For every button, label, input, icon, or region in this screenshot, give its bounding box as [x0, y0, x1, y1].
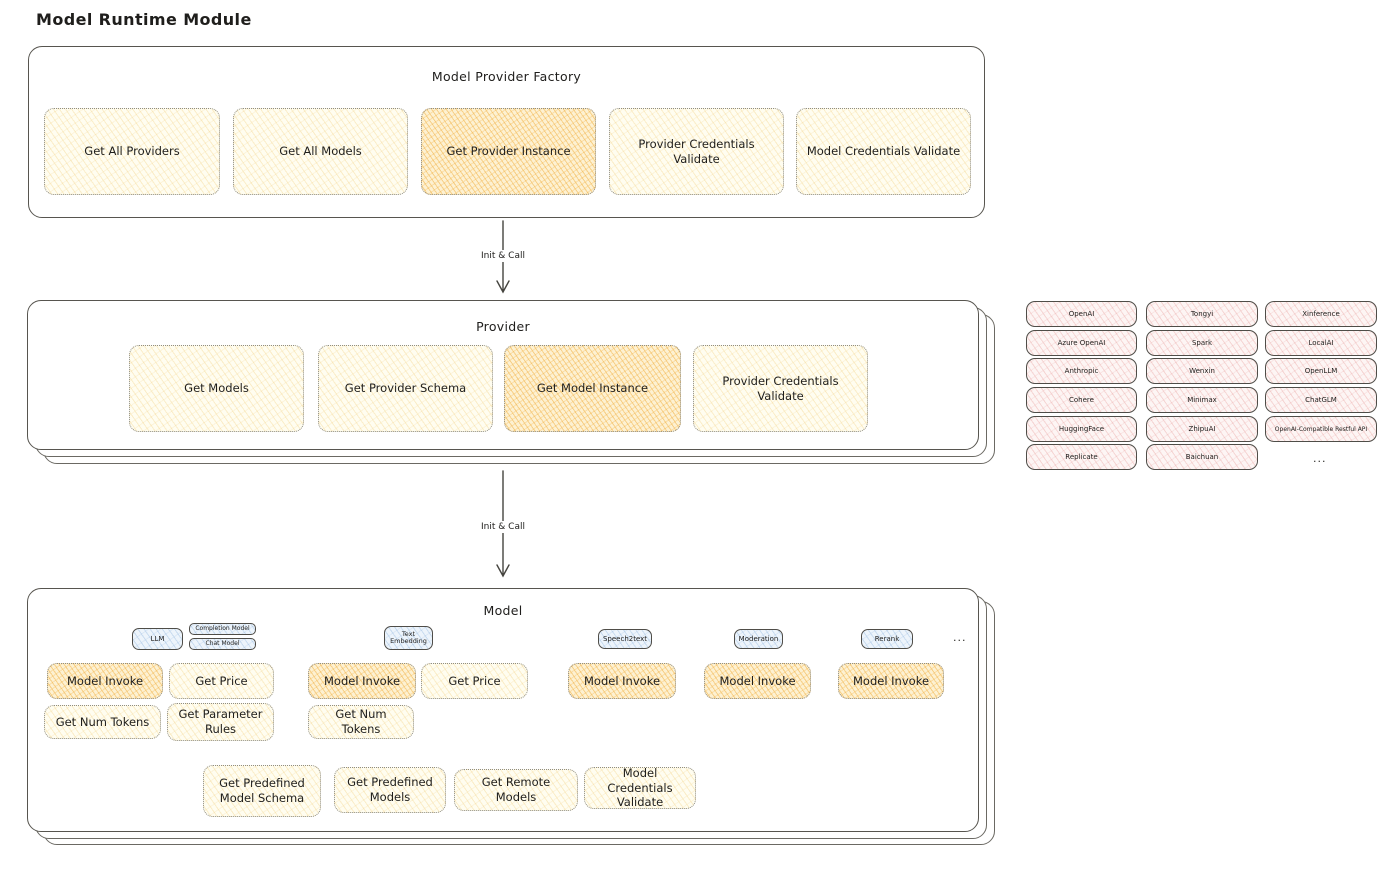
provider-pill-xinference: Xinference — [1265, 301, 1377, 327]
tab-speech2text: Speech2text — [598, 629, 652, 649]
llm-model-invoke: Model Invoke — [47, 663, 163, 699]
arrow-label-init-call-2: Init & Call — [458, 521, 548, 533]
factory-container: Model Provider Factory Get All Providers… — [28, 46, 985, 218]
factory-get-all-providers: Get All Providers — [44, 108, 220, 195]
moderation-model-invoke: Model Invoke — [704, 663, 811, 699]
provider-pill-baichuan: Baichuan — [1146, 444, 1258, 470]
factory-title: Model Provider Factory — [431, 69, 582, 84]
provider-pill-cohere: Cohere — [1026, 387, 1137, 413]
provider-pill-chatglm: ChatGLM — [1265, 387, 1377, 413]
provider-pill-localai: LocalAI — [1265, 330, 1377, 356]
llm-get-parameter-rules: Get Parameter Rules — [167, 703, 274, 741]
provider-pill-openai: OpenAI — [1026, 301, 1137, 327]
llm-get-num-tokens: Get Num Tokens — [44, 705, 161, 739]
speech2text-model-invoke: Model Invoke — [568, 663, 676, 699]
model-tabs-ellipsis: ... — [953, 631, 967, 644]
text-embedding-model-invoke: Model Invoke — [308, 663, 416, 699]
provider-list-ellipsis: ... — [1313, 452, 1327, 465]
arrow-label-init-call-1: Init & Call — [458, 250, 548, 262]
provider-pill-zhipuai: ZhipuAI — [1146, 416, 1258, 442]
diagram-title: Model Runtime Module — [36, 10, 252, 29]
model-container: Model LLM Completion Model Chat Model Te… — [27, 588, 979, 832]
llm-get-price: Get Price — [169, 663, 274, 699]
provider-container: Provider Get Models Get Provider Schema … — [27, 300, 979, 450]
tab-chat-model: Chat Model — [189, 638, 256, 650]
get-predefined-models: Get Predefined Models — [334, 767, 446, 813]
tab-moderation: Moderation — [734, 629, 783, 649]
factory-get-all-models: Get All Models — [233, 108, 408, 195]
tab-rerank: Rerank — [861, 629, 913, 649]
provider-get-models: Get Models — [129, 345, 304, 432]
provider-pill-spark: Spark — [1146, 330, 1258, 356]
provider-title: Provider — [476, 319, 530, 334]
model-title: Model — [483, 603, 523, 618]
provider-pill-azure-openai: Azure OpenAI — [1026, 330, 1137, 356]
provider-get-provider-schema: Get Provider Schema — [318, 345, 493, 432]
text-embedding-get-price: Get Price — [421, 663, 528, 699]
provider-pill-anthropic: Anthropic — [1026, 358, 1137, 384]
provider-pill-tongyi: Tongyi — [1146, 301, 1258, 327]
provider-credentials-validate: Provider Credentials Validate — [693, 345, 868, 432]
provider-pill-openai-compatible: OpenAI-Compatible Restful API — [1265, 416, 1377, 442]
provider-pill-minimax: Minimax — [1146, 387, 1258, 413]
provider-pill-openllm: OpenLLM — [1265, 358, 1377, 384]
factory-provider-credentials-validate: Provider Credentials Validate — [609, 108, 784, 195]
tab-llm: LLM — [132, 628, 183, 650]
get-remote-models: Get Remote Models — [454, 769, 578, 811]
provider-pill-replicate: Replicate — [1026, 444, 1137, 470]
provider-pill-wenxin: Wenxin — [1146, 358, 1258, 384]
factory-model-credentials-validate: Model Credentials Validate — [796, 108, 971, 195]
tab-completion-model: Completion Model — [189, 623, 256, 635]
provider-get-model-instance: Get Model Instance — [504, 345, 681, 432]
provider-pill-huggingface: HuggingFace — [1026, 416, 1137, 442]
get-predefined-model-schema: Get Predefined Model Schema — [203, 765, 321, 817]
model-credentials-validate: Model Credentials Validate — [584, 766, 696, 809]
factory-get-provider-instance: Get Provider Instance — [421, 108, 596, 195]
text-embedding-get-num-tokens: Get Num Tokens — [308, 705, 414, 739]
tab-text-embedding: Text Embedding — [384, 626, 433, 650]
rerank-model-invoke: Model Invoke — [838, 663, 944, 699]
